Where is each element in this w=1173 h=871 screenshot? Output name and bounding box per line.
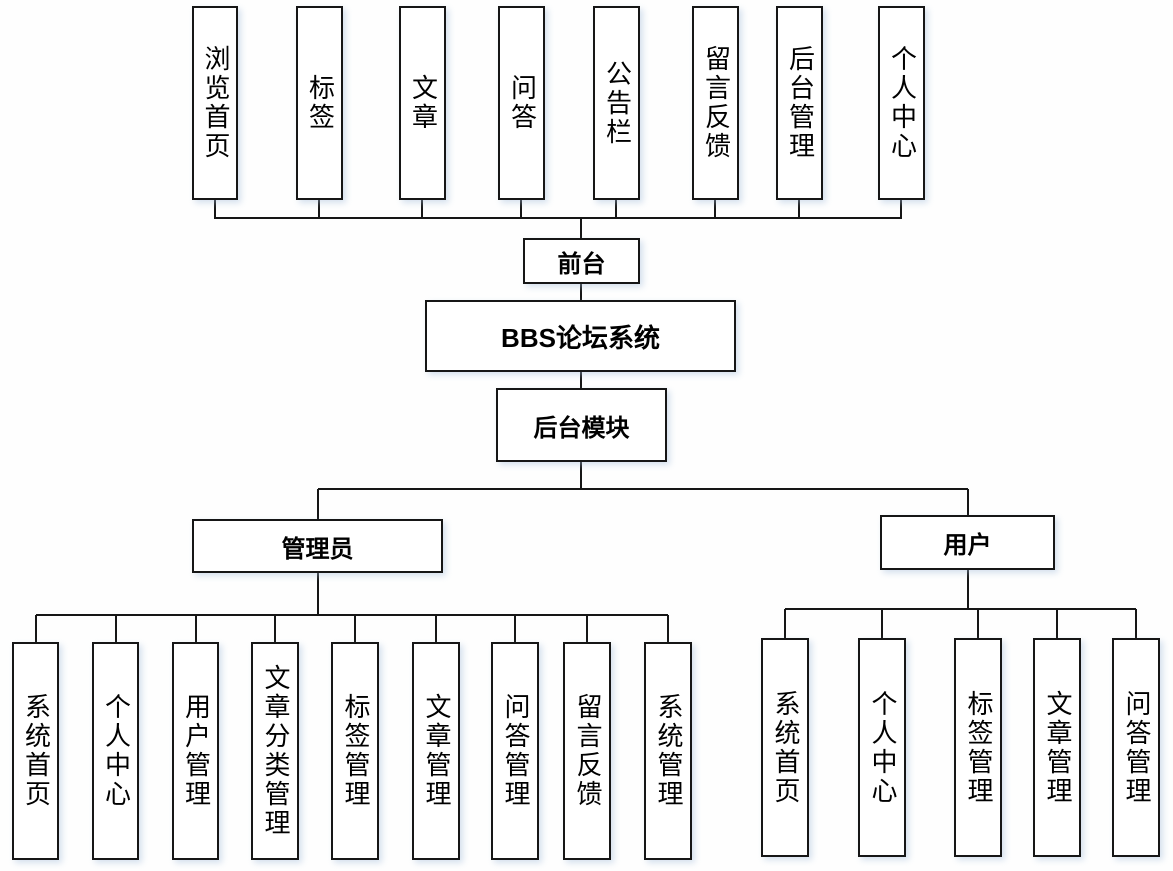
user-module-label: 个人中心 [867,689,897,806]
admin-module-label: 文章分类管理 [260,664,290,838]
front-module-node-browse-home: 浏览首页 [192,6,238,200]
admin-module-label: 系统首页 [20,693,51,809]
front-module-label: 个人中心 [886,45,917,161]
user-module-node-article-mgmt: 文章管理 [1033,638,1081,857]
user-module-label: 标签管理 [963,689,993,806]
connector-path [35,200,1137,642]
admin-module-node-user-mgmt: 用户管理 [172,642,219,860]
front-module-label: 文章 [407,74,438,132]
root-system-label: BBS论坛系统 [501,322,660,353]
admin-module-node-article-category-mgmt: 文章分类管理 [251,642,299,860]
front-module-label: 留言反馈 [700,45,731,161]
front-module-label: 后台管理 [784,45,815,161]
front-module-node-qa: 问答 [498,6,545,200]
front-module-node-personal-center: 个人中心 [878,6,925,200]
admin-module-label: 问答管理 [500,693,530,809]
user-module-node-tag-mgmt: 标签管理 [954,638,1002,857]
admin-module-label: 用户管理 [180,693,211,809]
user-module-node-system-home: 系统首页 [761,638,809,857]
front-end-label: 前台 [557,250,606,278]
front-module-label: 公告栏 [601,59,632,147]
front-module-node-articles: 文章 [399,6,446,200]
admin-role-node: 管理员 [192,519,443,573]
user-role-node: 用户 [880,515,1055,570]
admin-role-label: 管理员 [281,535,354,563]
backend-module-label: 后台模块 [533,414,630,442]
admin-module-label: 文章管理 [421,693,451,809]
user-module-label: 问答管理 [1121,689,1151,806]
admin-module-node-feedback: 留言反馈 [563,642,611,860]
admin-module-label: 系统管理 [653,693,683,809]
user-module-label: 系统首页 [770,689,800,806]
admin-module-node-system-home: 系统首页 [12,642,59,860]
front-module-label: 浏览首页 [200,45,230,161]
front-end-node: 前台 [523,238,640,284]
admin-module-node-qa-mgmt: 问答管理 [491,642,539,860]
admin-module-label: 个人中心 [100,693,131,809]
user-module-node-qa-mgmt: 问答管理 [1112,638,1160,857]
root-system-node: BBS论坛系统 [425,300,736,372]
admin-module-node-tag-mgmt: 标签管理 [331,642,379,860]
front-module-node-feedback: 留言反馈 [692,6,739,200]
user-role-label: 用户 [943,532,992,559]
admin-module-node-personal-center: 个人中心 [92,642,139,860]
front-module-node-backend-admin: 后台管理 [776,6,823,200]
front-module-node-bulletin: 公告栏 [593,6,640,200]
backend-module-node: 后台模块 [496,388,667,462]
admin-module-node-article-mgmt: 文章管理 [412,642,460,860]
front-module-label: 问答 [506,74,537,132]
admin-module-label: 留言反馈 [572,693,602,809]
front-module-label: 标签 [304,74,335,132]
admin-module-label: 标签管理 [340,693,370,809]
user-module-label: 文章管理 [1042,689,1072,806]
user-module-node-personal-center: 个人中心 [858,638,906,857]
front-module-node-tags: 标签 [296,6,343,200]
admin-module-node-system-mgmt: 系统管理 [644,642,692,860]
